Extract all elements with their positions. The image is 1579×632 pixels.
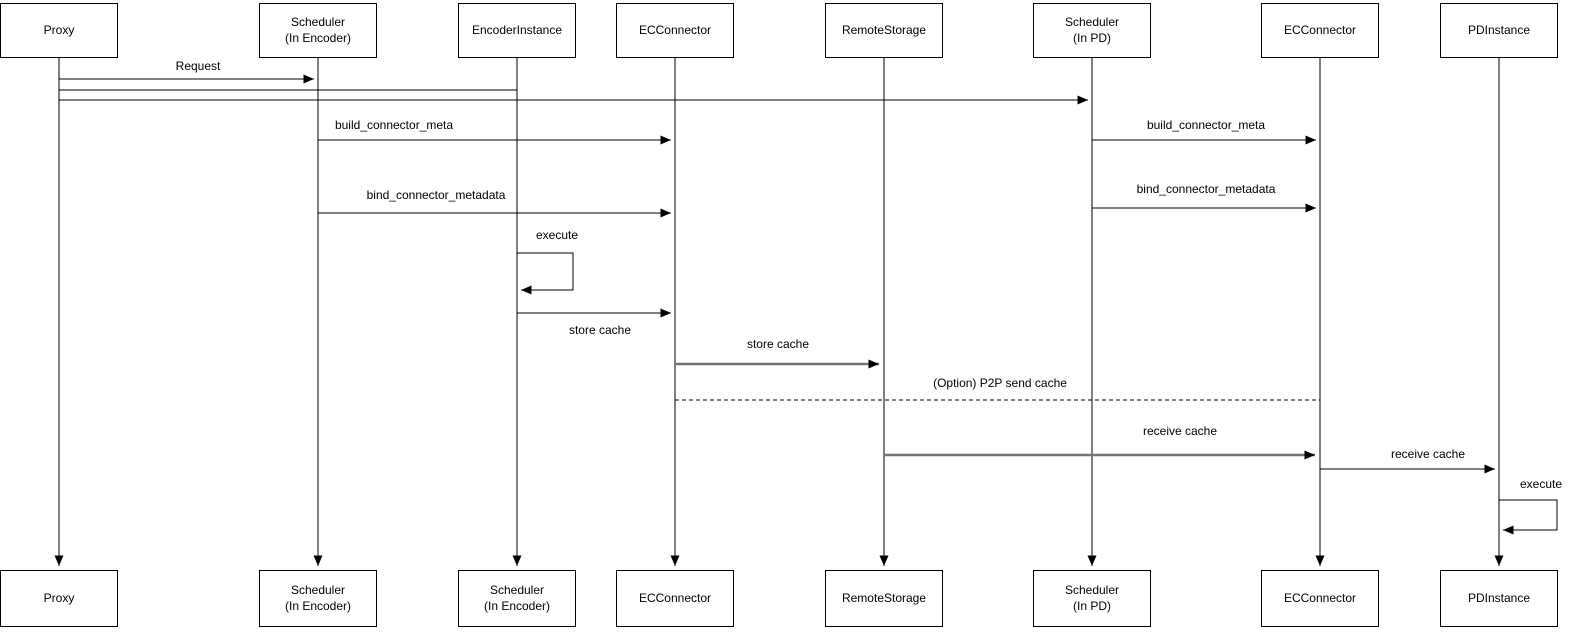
- message-label-request: Request: [175, 59, 221, 73]
- participant-top-scheduler-encoder: Scheduler (In Encoder): [259, 3, 377, 58]
- participant-bottom-ec-connector: ECConnector: [616, 570, 734, 627]
- participant-label: Scheduler (In Encoder): [284, 14, 352, 45]
- participant-label: Proxy: [43, 590, 75, 605]
- message-label-execute-pd: execute: [1519, 477, 1563, 491]
- participant-label: Scheduler (In PD): [1064, 582, 1120, 613]
- participant-label: Proxy: [43, 22, 75, 37]
- participant-label: RemoteStorage: [841, 22, 927, 37]
- participant-label: ECConnector: [638, 590, 712, 605]
- participant-top-ec-connector-pd: ECConnector: [1261, 3, 1379, 58]
- participant-top-pd-instance: PDInstance: [1440, 3, 1558, 58]
- message-label-receive-cache-remote-to-ec: receive cache: [1142, 424, 1218, 438]
- message-label-store-cache-encoder-to-ec: store cache: [568, 323, 632, 337]
- participant-label: RemoteStorage: [841, 590, 927, 605]
- participant-top-ec-connector: ECConnector: [616, 3, 734, 58]
- message-label-receive-cache-ec-to-pd: receive cache: [1390, 447, 1466, 461]
- message-label-p2p-send-cache: (Option) P2P send cache: [933, 376, 1067, 390]
- participant-label: Scheduler (In PD): [1064, 14, 1120, 45]
- participant-top-scheduler-pd: Scheduler (In PD): [1033, 3, 1151, 58]
- lifelines: [54, 58, 1504, 566]
- participant-bottom-encoder-instance: Scheduler (In Encoder): [458, 570, 576, 627]
- message-label-execute-encoder: execute: [535, 228, 579, 242]
- participant-label: PDInstance: [1467, 22, 1531, 37]
- participant-top-encoder-instance: EncoderInstance: [458, 3, 576, 58]
- participant-label: ECConnector: [638, 22, 712, 37]
- message-label-bind-connector-metadata-right: bind_connector_metadata: [1136, 182, 1276, 196]
- participant-top-remote-storage: RemoteStorage: [825, 3, 943, 58]
- participant-bottom-scheduler-pd: Scheduler (In PD): [1033, 570, 1151, 627]
- participant-bottom-scheduler-encoder: Scheduler (In Encoder): [259, 570, 377, 627]
- message-label-build-connector-meta-left: build_connector_meta: [334, 118, 454, 132]
- participant-label: Scheduler (In Encoder): [284, 582, 352, 613]
- participant-label: ECConnector: [1283, 22, 1357, 37]
- self-loop-execute-encoder: [517, 252, 574, 295]
- participant-bottom-proxy: Proxy: [0, 570, 118, 627]
- participant-label: ECConnector: [1283, 590, 1357, 605]
- participant-bottom-pd-instance: PDInstance: [1440, 570, 1558, 627]
- participant-bottom-remote-storage: RemoteStorage: [825, 570, 943, 627]
- participant-label: Scheduler (In Encoder): [483, 582, 551, 613]
- message-label-bind-connector-metadata-left: bind_connector_metadata: [366, 188, 506, 202]
- message-label-build-connector-meta-right: build_connector_meta: [1146, 118, 1266, 132]
- participant-label: EncoderInstance: [471, 22, 563, 37]
- participant-top-proxy: Proxy: [0, 3, 118, 58]
- participant-label: PDInstance: [1467, 590, 1531, 605]
- participant-bottom-ec-connector-pd: ECConnector: [1261, 570, 1379, 627]
- message-label-store-cache-ec-to-remote: store cache: [746, 337, 810, 351]
- self-loop-execute-pd: [1499, 499, 1558, 535]
